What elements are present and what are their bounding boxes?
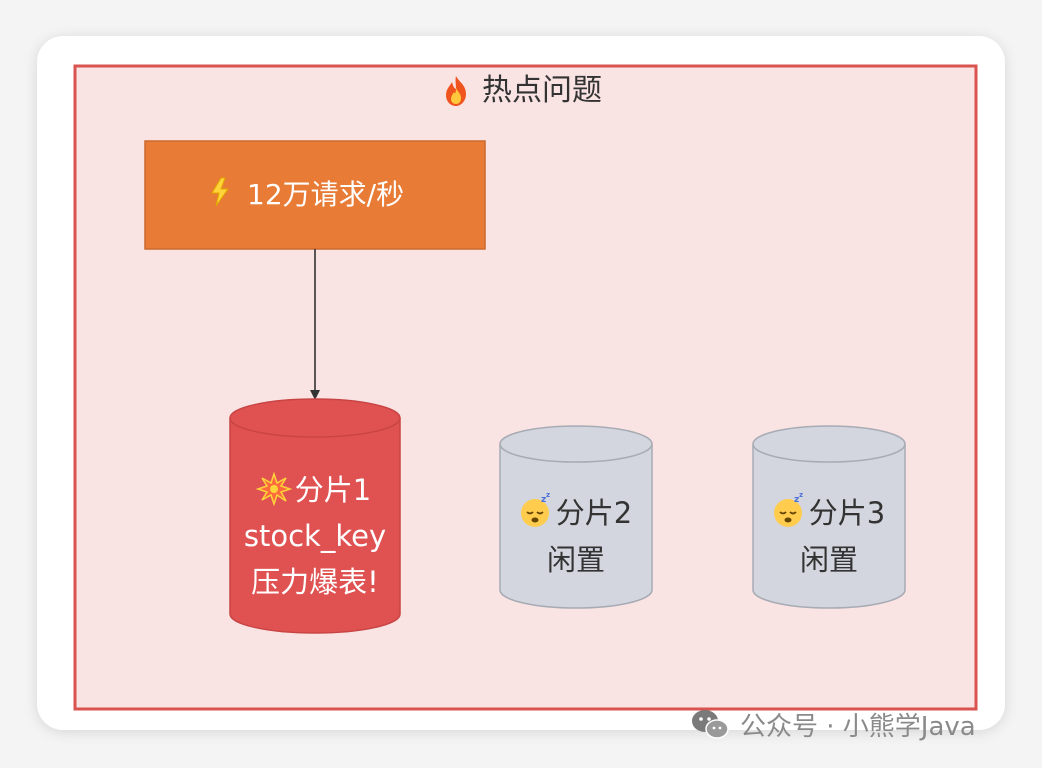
shard-body <box>499 444 653 609</box>
wechat-icon <box>692 710 729 739</box>
group-title: 热点问题 <box>446 73 602 108</box>
shard-label-line: 分片3 <box>809 496 885 530</box>
shard-label-line: 闲置 <box>547 543 605 577</box>
shard-body <box>752 444 906 609</box>
svg-text:z: z <box>794 495 799 505</box>
shard-label-line: 分片2 <box>556 496 632 530</box>
request-source-label: 12万请求/秒 <box>247 178 404 211</box>
shard-label-line: 分片1 <box>295 473 371 507</box>
collision-icon <box>255 471 293 507</box>
watermark-text: 公众号 · 小熊学Java <box>740 712 976 742</box>
svg-text:z: z <box>799 491 803 499</box>
group-title-text: 热点问题 <box>482 73 602 108</box>
svg-text:z: z <box>546 491 550 499</box>
watermark: 公众号 · 小熊学Java <box>692 710 976 742</box>
shard-body <box>229 418 401 634</box>
shard-label-line: stock_key <box>244 519 386 553</box>
request-source-node: 12万请求/秒 <box>144 140 486 250</box>
shard-label-line: 闲置 <box>800 543 858 577</box>
lightning-icon <box>211 177 229 207</box>
fire-icon <box>446 76 466 106</box>
shard-label-line: 压力爆表! <box>251 565 379 599</box>
svg-text:z: z <box>541 495 546 505</box>
shard-cylinder-1: 分片1 stock_key 压力爆表! <box>229 398 401 634</box>
shard-top <box>229 398 401 438</box>
shard-top <box>752 425 906 463</box>
request-source-box <box>144 140 486 250</box>
shard-top <box>499 425 653 463</box>
